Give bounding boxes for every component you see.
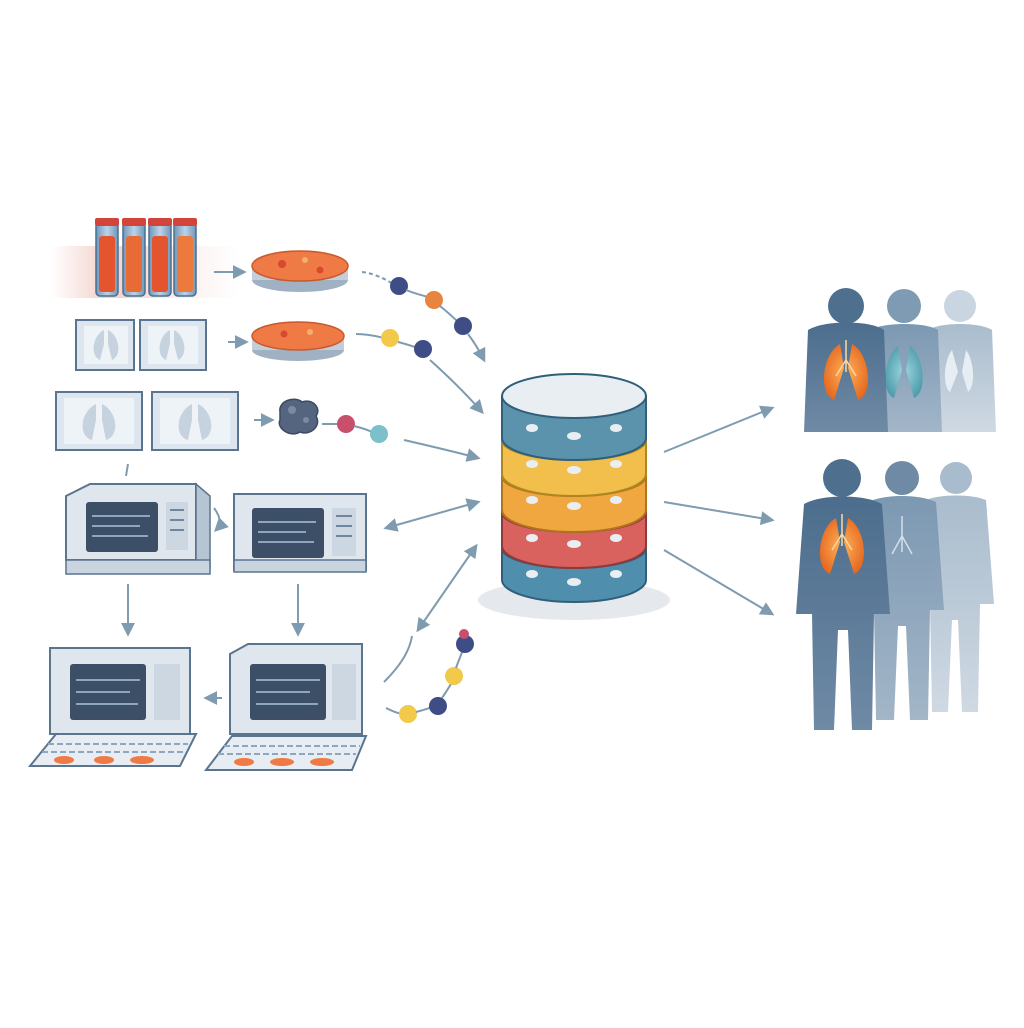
- test-tube-icon: [148, 218, 172, 297]
- human-figure-icon: [796, 459, 890, 730]
- arrow-database-to-group-top: [663, 405, 775, 453]
- xray-lung-icon: [75, 319, 135, 371]
- patient-group-bottom: [796, 459, 994, 730]
- molecule-chain-icon: [355, 329, 484, 415]
- xray-lung-icon: [151, 391, 239, 451]
- molecule-chain-icon: [385, 629, 474, 723]
- lab-instrument-icon: [65, 482, 211, 575]
- protein-blob-icon: [278, 398, 319, 435]
- lab-instrument-icon: [233, 493, 367, 573]
- arrow-lower-to-database: [416, 543, 478, 633]
- tissue-dish-icon: [251, 250, 349, 292]
- arrow-instrument-to-database: [383, 635, 413, 683]
- lungs-icon: [823, 340, 869, 400]
- test-tube-icon: [122, 218, 146, 297]
- patient-group-top: [804, 288, 996, 432]
- lungs-icon: [885, 346, 923, 398]
- test-tube-icon: [95, 218, 119, 297]
- arrow-database-instrument: [383, 498, 481, 532]
- test-tubes-group: [50, 218, 240, 298]
- arrow-instrument-to-instrument: [213, 507, 229, 532]
- tissue-dish-icon: [251, 321, 345, 361]
- molecule-chain-icon: [322, 415, 481, 462]
- arrow-database-to-group-mid: [663, 501, 775, 526]
- lab-instrument-keyboard-icon: [27, 647, 198, 767]
- lab-instrument-keyboard-icon: [203, 643, 368, 771]
- human-figure-icon: [804, 288, 888, 432]
- tick-mark: [125, 463, 129, 477]
- database-cylinder-icon: [478, 373, 670, 620]
- molecule-chain-icon: [361, 271, 486, 363]
- arrow-database-to-group-low: [663, 549, 775, 616]
- test-tube-icon: [173, 218, 197, 297]
- xray-lung-icon: [139, 319, 207, 371]
- xray-lung-icon: [55, 391, 143, 451]
- human-figure-icon: [926, 290, 996, 432]
- lungs-icon: [819, 514, 865, 574]
